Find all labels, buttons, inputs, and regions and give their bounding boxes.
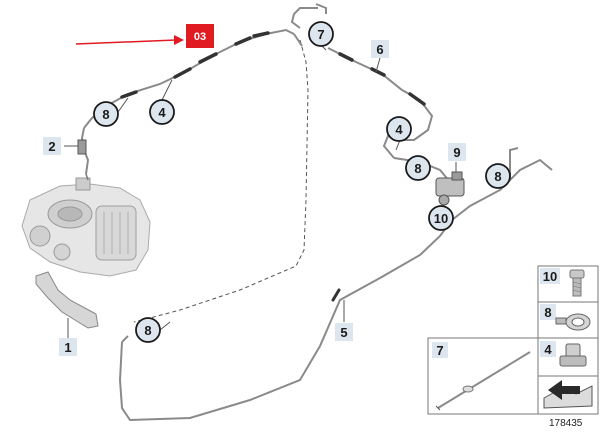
callout-1-label: 1 [64,340,71,355]
highlight-pointer [75,35,184,45]
callout-8-mid[interactable]: 8 [405,155,431,181]
callout-7-label: 7 [317,27,324,42]
callout-6-label: 6 [376,42,383,57]
callout-8-right-label: 8 [494,169,501,184]
callout-4-right[interactable]: 4 [386,116,412,142]
diagram-id: 178435 [549,418,583,429]
callout-8-lower-label: 8 [144,323,151,338]
callout-8-mid-label: 8 [414,161,421,176]
vacuum-line-upper [80,28,295,175]
callout-5-label: 5 [340,325,347,340]
callout-5[interactable]: 5 [335,323,353,341]
legend-arrow-symbol [543,380,593,409]
vacuum-hose-icon [435,351,531,411]
legend-item-7-label: 7 [436,343,443,358]
callout-4-upper-label: 4 [158,105,166,120]
callout-6[interactable]: 6 [371,40,389,58]
hose-connector-icon [559,343,587,367]
callout-10-label: 10 [434,211,448,226]
hose-sleeves-upper [120,31,270,99]
highlight-tag-label: 03 [194,31,206,43]
callout-2[interactable]: 2 [43,137,61,155]
callout-1[interactable]: 1 [59,338,77,356]
callout-7[interactable]: 7 [308,21,334,47]
clip-part-2 [64,139,87,155]
legend-item-10[interactable]: 10 [540,268,585,297]
bracket-part [35,271,99,338]
callout-8-upper-label: 8 [102,107,109,122]
highlight-tag[interactable]: 03 [186,24,214,48]
callout-9-label: 9 [453,145,460,160]
hose-sleeves-lower [331,288,341,302]
callout-10[interactable]: 10 [428,205,454,231]
callout-9[interactable]: 9 [448,143,466,161]
hose-sleeves-right [338,52,426,106]
callout-4-upper[interactable]: 4 [149,99,175,125]
legend-item-4[interactable]: 4 [540,341,587,367]
callout-2-label: 2 [48,139,55,154]
legend-item-8[interactable]: 8 [540,304,591,331]
callout-8-lower[interactable]: 8 [135,317,161,343]
dashed-connector-left [133,39,309,323]
legend-item-4-label: 4 [544,342,552,357]
callout-8-right[interactable]: 8 [485,163,511,189]
callout-4-right-label: 4 [395,122,403,137]
callout-8-upper[interactable]: 8 [93,101,119,127]
legend-item-10-label: 10 [543,269,557,284]
engine-illustration [21,173,151,277]
legend-item-7[interactable]: 7 [432,342,531,411]
bolt-icon [569,269,585,297]
hose-clamp-icon [555,313,591,331]
legend-item-8-label: 8 [544,305,551,320]
